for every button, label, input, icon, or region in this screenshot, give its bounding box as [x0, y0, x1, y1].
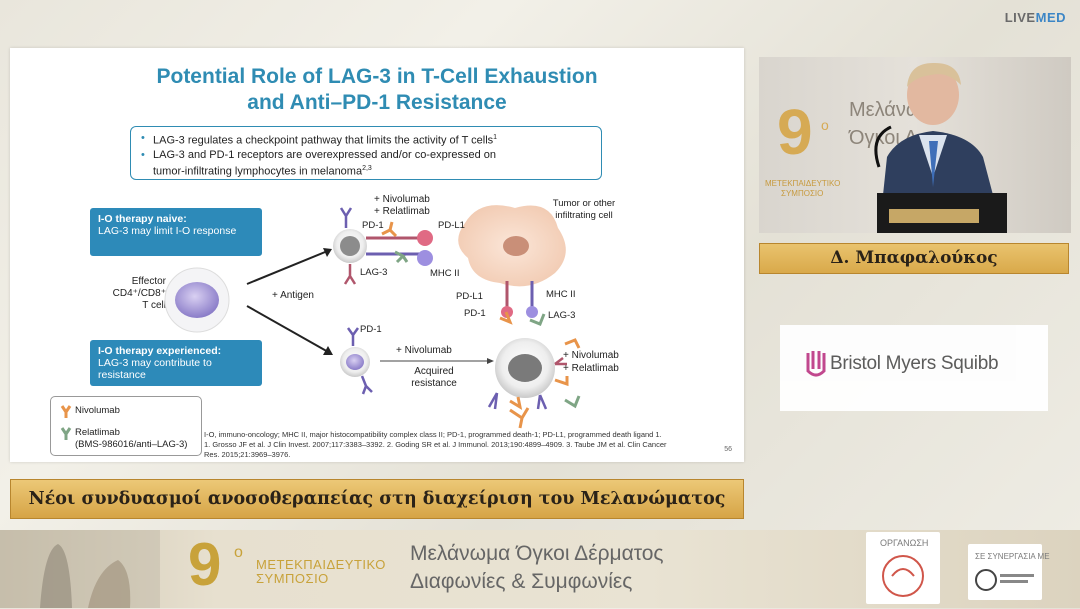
footer-nine: 9	[188, 531, 222, 598]
nivolumab-antibody-icon	[509, 407, 530, 429]
io-naive-box: I-O therapy naive:LAG-3 may limit I-O re…	[90, 208, 262, 256]
top-pd1-label: PD-1	[362, 220, 384, 231]
mechanism-diagram	[60, 205, 581, 440]
partner-logo	[968, 544, 1042, 600]
top-nivolumab-label: + Nivolumab	[374, 194, 430, 205]
arrow-to-naive	[246, 248, 332, 285]
right-relatlimab-label: + Relatlimab	[563, 363, 619, 374]
top-lag3-label: LAG-3	[360, 267, 388, 278]
relatlimab-antibody-icon	[564, 395, 581, 409]
drug-legend: Nivolumab Relatlimab (BMS-986016/anti–LA…	[50, 396, 202, 456]
livemed-logo: LIVEMED	[1004, 10, 1066, 25]
antigen-label: + Antigen	[272, 290, 314, 301]
mhc2-label: MHC II	[546, 289, 576, 300]
top-relatlimab-label: + Relatlimab	[374, 206, 430, 217]
speaker-figure	[874, 62, 1007, 233]
arrow-to-experienced	[246, 305, 333, 355]
legend-nivolumab-icon	[60, 405, 72, 418]
speaker-name-banner: Δ. Μπαφαλούκος	[759, 243, 1069, 274]
key-points-box: LAG-3 regulates a checkpoint pathway tha…	[130, 126, 602, 180]
exp-nivolumab-label: + Nivolumab	[396, 345, 452, 356]
lag3-label: LAG-3	[548, 310, 576, 321]
tumor-cell	[458, 205, 566, 326]
organizer-logo	[866, 532, 940, 604]
pd1-label: PD-1	[464, 308, 486, 319]
top-pdl1-label: PD-L1	[438, 220, 465, 231]
sponsor-logo: Bristol Myers Squibb	[780, 325, 1048, 411]
presentation-slide: Potential Role of LAG-3 in T-Cell Exhaus…	[10, 48, 744, 462]
naive-t-cell	[333, 207, 433, 285]
footer-illustration	[0, 530, 160, 608]
slide-title: Potential Role of LAG-3 in T-Cell Exhaus…	[156, 65, 598, 114]
speaker-video: 9 ο ΜΕΤΕΚΠΑΙΔΕΥΤΙΚΟ ΣΥΜΠΟΣΙΟ Μελάνωμα Όγ…	[759, 57, 1071, 233]
bms-logo-icon	[806, 351, 826, 377]
top-mhc2-label: MHC II	[430, 268, 460, 279]
exhausted-t-cell	[487, 338, 581, 411]
legend-relatlimab-icon	[60, 427, 72, 440]
acquired-resistance-arrow	[380, 358, 494, 364]
right-nivolumab-label: + Nivolumab	[563, 350, 619, 361]
slide-footnote: I-O, immuno-oncology; MHC II, major hist…	[204, 430, 667, 459]
slide-page-number: 56	[724, 446, 732, 453]
pdl1-label: PD-L1	[456, 291, 483, 302]
bullet-2: LAG-3 and PD-1 receptors are overexpress…	[139, 148, 593, 179]
experienced-t-cell	[340, 327, 373, 395]
bullet-1: LAG-3 regulates a checkpoint pathway tha…	[139, 131, 593, 148]
session-title-banner: Νέοι συνδυασμοί ανοσοθεραπείας στη διαχε…	[10, 479, 744, 519]
effector-t-cell	[164, 267, 230, 333]
io-experienced-box: I-O therapy experienced:LAG-3 may contri…	[90, 340, 262, 386]
exp-pd1-label: PD-1	[360, 324, 382, 335]
